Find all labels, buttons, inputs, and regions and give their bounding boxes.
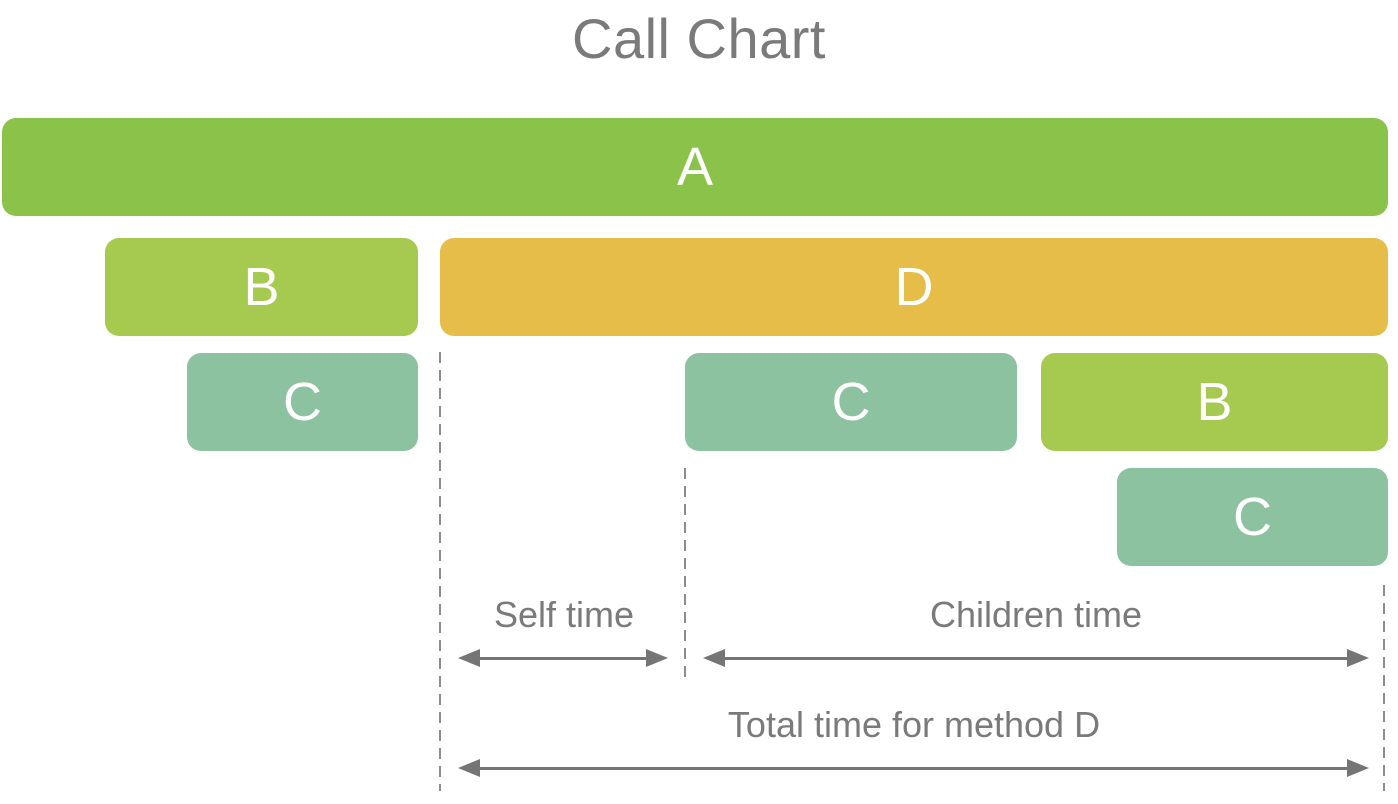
total-time-label: Total time for method D xyxy=(727,704,1101,745)
call-bar-c-row2: C xyxy=(685,353,1017,451)
guide-d-end xyxy=(1383,585,1385,791)
children-time-arrowhead-left-icon xyxy=(703,649,725,667)
guide-d-start xyxy=(439,352,441,791)
call-bar-a-row0: A xyxy=(2,118,1388,216)
call-bar-label: C xyxy=(1233,487,1272,547)
call-bar-d-row1: D xyxy=(440,238,1388,336)
page-title: Call Chart xyxy=(572,7,826,70)
total-time-arrowhead-right-icon xyxy=(1347,759,1369,777)
self-time-arrowhead-right-icon xyxy=(646,649,668,667)
self-time-arrow-line xyxy=(476,657,650,660)
total-time-arrow-line xyxy=(476,767,1351,770)
call-bar-label: B xyxy=(243,257,280,317)
children-time-arrowhead-right-icon xyxy=(1347,649,1369,667)
self-time-label: Self time xyxy=(493,594,635,635)
call-bar-c-row2: C xyxy=(187,353,418,451)
total-time-arrowhead-left-icon xyxy=(458,759,480,777)
guide-children-start xyxy=(684,468,686,684)
call-bar-label: B xyxy=(1196,372,1233,432)
call-bar-label: C xyxy=(283,372,322,432)
children-time-arrow-line xyxy=(721,657,1351,660)
call-bar-c-row3: C xyxy=(1117,468,1388,566)
call-bar-b-row1: B xyxy=(105,238,418,336)
call-bar-label: A xyxy=(676,137,714,197)
self-time-arrowhead-left-icon xyxy=(458,649,480,667)
call-bar-label: C xyxy=(831,372,871,432)
children-time-label: Children time xyxy=(929,594,1143,635)
call-bar-label: D xyxy=(894,257,934,317)
call-bar-b-row2: B xyxy=(1041,353,1388,451)
